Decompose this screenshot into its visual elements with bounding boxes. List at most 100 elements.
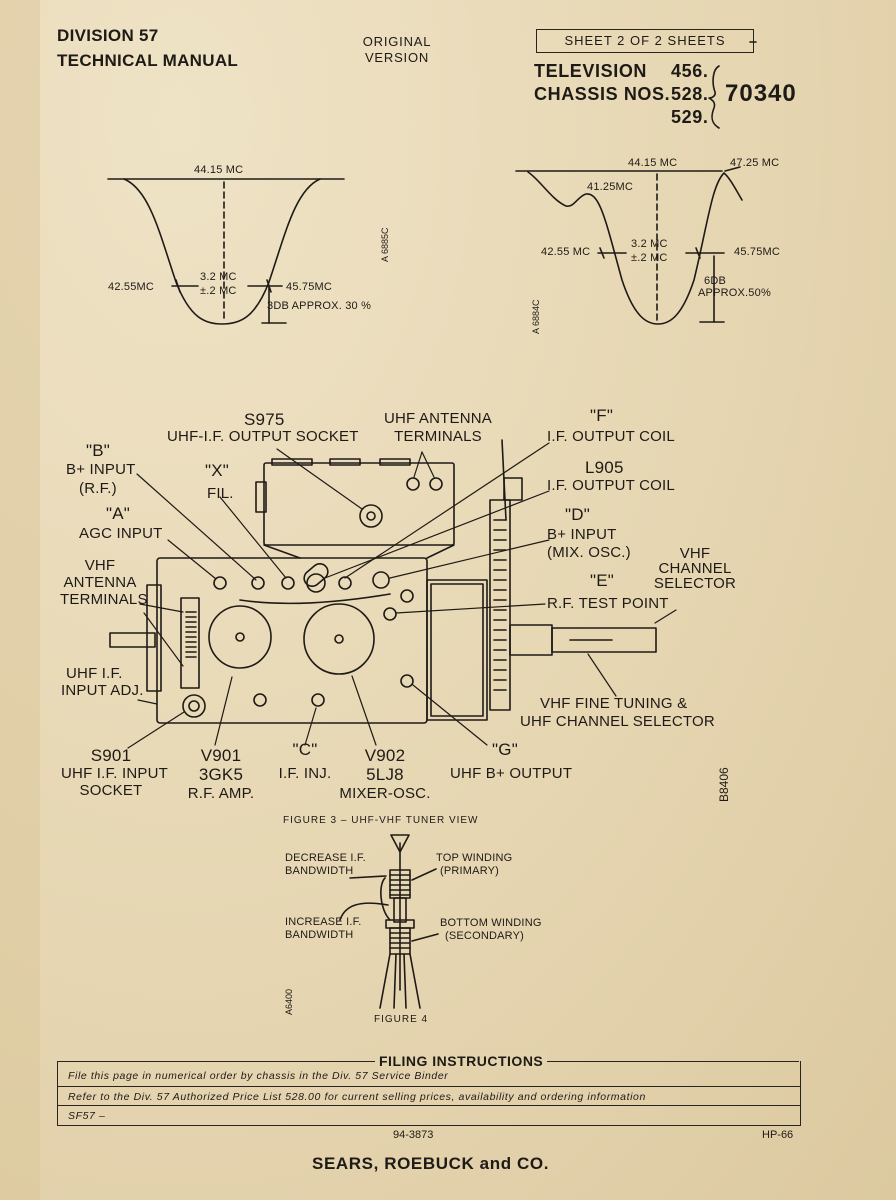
- v902-type: 5LJ8: [366, 765, 404, 784]
- decrease-bandwidth-1: DECREASE I.F.: [285, 852, 366, 864]
- coil-ref: A6400: [284, 988, 294, 1015]
- right-curve-note-1: 6DB: [704, 275, 726, 287]
- figure-3-caption: FIGURE 3 – UHF-VHF TUNER VIEW: [283, 815, 479, 826]
- left-curve-ref: A 6885C: [380, 227, 390, 262]
- d-desc-2: (MIX. OSC.): [547, 544, 631, 561]
- version-line-1: ORIGINAL: [362, 34, 432, 49]
- uhf-antenna-1: UHF ANTENNA: [383, 410, 493, 427]
- bottom-winding-2: (SECONDARY): [445, 930, 525, 942]
- right-curve-center-2: ±.2 MC: [631, 252, 668, 264]
- s975-label: S975: [244, 410, 285, 429]
- vhf-selector-1: VHF: [679, 545, 711, 562]
- company-name: SEARS, ROEBUCK and CO.: [312, 1154, 550, 1173]
- division-title: DIVISION 57: [57, 26, 159, 45]
- fine-tuning-1: VHF FINE TUNING &: [540, 695, 688, 712]
- a-desc: AGC INPUT: [79, 525, 163, 542]
- left-curve-note: 3DB APPROX. 30 %: [267, 300, 372, 312]
- manual-title: TECHNICAL MANUAL: [57, 51, 239, 70]
- chassis-number-2: 528.: [671, 84, 709, 104]
- uhf-if-adj-2: INPUT ADJ.: [61, 682, 144, 699]
- chassis-number-3: 529.: [671, 107, 709, 127]
- increase-bandwidth-2: BANDWIDTH: [285, 929, 354, 941]
- e-label: "E": [590, 571, 615, 590]
- x-desc: FIL.: [207, 485, 234, 502]
- increase-bandwidth-1: INCREASE I.F.: [285, 916, 362, 928]
- d-desc: B+ INPUT: [547, 526, 617, 543]
- d-label: "D": [565, 505, 590, 524]
- filing-line-2: Refer to the Div. 57 Authorized Price Li…: [58, 1086, 800, 1106]
- left-response-curve: [107, 178, 345, 325]
- v901-label: V901: [200, 746, 242, 765]
- b-label: "B": [86, 441, 111, 460]
- chassis-brace: [708, 65, 720, 129]
- e-desc: R.F. TEST POINT: [547, 595, 669, 612]
- s901-desc: UHF I.F. INPUT: [61, 765, 168, 782]
- product-label: TELEVISION: [534, 61, 648, 81]
- top-winding-2: (PRIMARY): [440, 865, 500, 877]
- right-curve-ref: A 6884C: [531, 299, 541, 334]
- uhf-if-adj-1: UHF I.F.: [66, 665, 123, 682]
- v901-type: 3GK5: [198, 765, 244, 784]
- b-desc-2: (R.F.): [79, 480, 117, 497]
- sheet-box: SHEET 2 OF 2 SHEETS: [536, 29, 754, 53]
- b-desc: B+ INPUT: [66, 461, 136, 478]
- model-number: 70340: [725, 80, 797, 107]
- top-winding-1: TOP WINDING: [436, 852, 513, 864]
- footer-hp: HP-66: [762, 1129, 794, 1141]
- s975-desc: UHF-I.F. OUTPUT SOCKET: [167, 428, 359, 445]
- x-label: "X": [205, 461, 230, 480]
- c-label: "C": [292, 740, 318, 759]
- sheet-label: SHEET 2 OF 2 SHEETS: [564, 33, 726, 48]
- filing-title-bar: FILING INSTRUCTIONS: [57, 1053, 799, 1069]
- tuner-ref: B8406: [717, 767, 731, 802]
- g-desc: UHF B+ OUTPUT: [450, 765, 573, 782]
- g-label: "G": [492, 740, 518, 759]
- filing-box: File this page in numerical order by cha…: [57, 1061, 801, 1126]
- decrease-bandwidth-2: BANDWIDTH: [285, 865, 354, 877]
- figure-4-caption: FIGURE 4: [374, 1014, 429, 1025]
- coil-drawing: [339, 834, 439, 1009]
- left-curve-center-1: 3.2 MC: [200, 271, 237, 283]
- v902-label: V902: [364, 746, 406, 765]
- f-desc: I.F. OUTPUT COIL: [547, 428, 675, 445]
- filing-title-rule-left: [57, 1061, 377, 1062]
- s901-label: S901: [90, 746, 132, 765]
- filing-title-rule-right: [547, 1061, 799, 1062]
- l905-desc: I.F. OUTPUT COIL: [547, 477, 675, 494]
- right-curve-center-1: 3.2 MC: [631, 238, 668, 250]
- chassis-number-1: 456.: [671, 61, 709, 81]
- left-curve-right: 45.75MC: [286, 281, 333, 293]
- edge-shade: [0, 0, 40, 1200]
- right-curve-peak: 41.25MC: [587, 181, 634, 193]
- vhf-antenna-1: VHF: [84, 557, 116, 574]
- footer-code: 94-3873: [393, 1129, 434, 1141]
- tuner-body: [109, 439, 657, 724]
- right-curve-note-2: APPROX.50%: [698, 287, 771, 299]
- v902-desc: MIXER-OSC.: [339, 785, 431, 802]
- s901-desc-2: SOCKET: [79, 782, 143, 799]
- tuner-leaders: [127, 442, 677, 749]
- right-response-curve: [515, 166, 743, 325]
- uhf-antenna-2: TERMINALS: [394, 428, 482, 445]
- chassis-label: CHASSIS NOS.: [534, 84, 671, 104]
- vhf-selector-3: SELECTOR: [653, 575, 737, 592]
- l905-label: L905: [585, 458, 624, 477]
- left-curve-top: 44.15 MC: [194, 164, 244, 176]
- c-desc: I.F. INJ.: [278, 765, 332, 782]
- f-label: "F": [590, 406, 614, 425]
- vhf-antenna-2: ANTENNA: [63, 574, 137, 591]
- right-curve-left: 42.55 MC: [541, 246, 591, 258]
- filing-line-3: SF57 –: [58, 1105, 800, 1125]
- v901-desc: R.F. AMP.: [187, 785, 255, 802]
- right-curve-top-right: 47.25 MC: [730, 157, 780, 169]
- filing-title: FILING INSTRUCTIONS: [375, 1053, 548, 1069]
- filing-line-1: File this page in numerical order by cha…: [68, 1070, 449, 1082]
- left-curve-left: 42.55MC: [108, 281, 155, 293]
- bottom-winding-1: BOTTOM WINDING: [440, 917, 542, 929]
- right-curve-right: 45.75MC: [734, 246, 781, 258]
- a-label: "A": [106, 504, 131, 523]
- vhf-antenna-3: TERMINALS: [60, 591, 148, 608]
- version-line-2: VERSION: [364, 50, 430, 65]
